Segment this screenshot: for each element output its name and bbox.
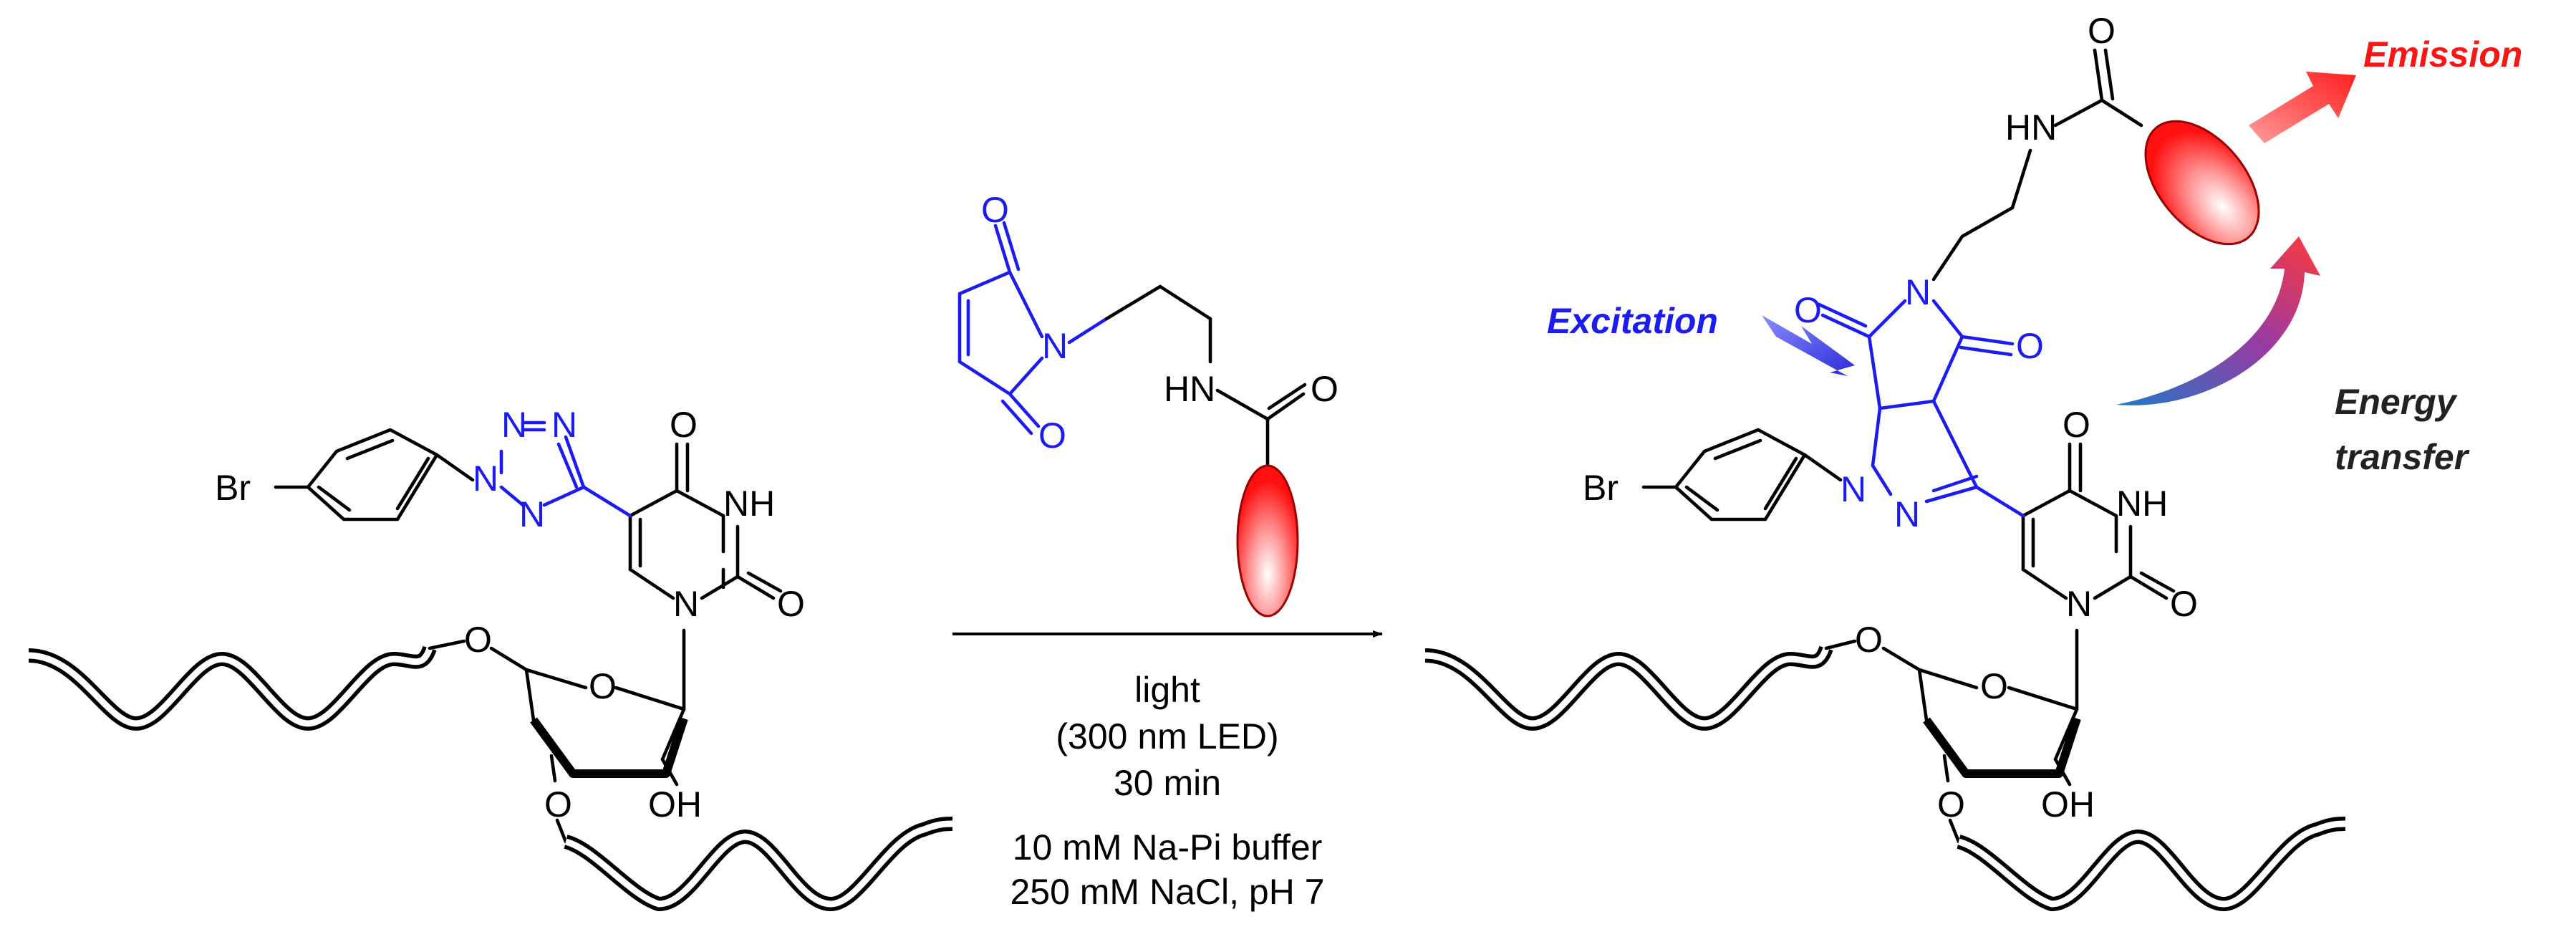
product-imide-o-left-label: O [1794, 290, 1822, 330]
tetrazole-n4-label: N [501, 405, 527, 445]
hydroxyl-label: OH [648, 784, 702, 825]
dna-strand-lower-left [563, 817, 953, 912]
ether-oxygen-label: O [464, 620, 492, 660]
dna-strand-lower-right [1956, 817, 2346, 912]
condition-line-1: light [1134, 670, 1200, 710]
product-fluorophore-tag [2144, 120, 2260, 246]
product-uracil-ring [2021, 442, 2176, 600]
product-bromophenyl-ring [1641, 428, 1843, 521]
energy-transfer-arrow [2116, 236, 2320, 405]
emission-label: Emission [2363, 34, 2522, 74]
product-3-oxygen-label: O [1937, 784, 1965, 825]
tetrazole-n3-label: N [551, 405, 577, 445]
product-uracil-nh-label: NH [2116, 484, 2168, 524]
maleimide-reagent: O O N HN O [957, 190, 1338, 617]
product-c4-oxygen-label: O [2063, 405, 2090, 445]
bromine-label: Br [215, 468, 251, 508]
product-imide-o-right-label: O [2016, 326, 2044, 366]
fluorophore-tag [1236, 464, 1299, 617]
product-imide-n-label: N [1905, 272, 1931, 312]
condition-line-5: 250 mM NaCl, pH 7 [1010, 872, 1324, 912]
excitation-arrow [1762, 315, 1855, 376]
product-ribose-ring: O [1917, 666, 2081, 787]
excitation-label: Excitation [1547, 301, 1718, 341]
reagent-hn-label: HN [1164, 369, 1215, 409]
3-oxygen-label: O [544, 784, 572, 825]
product-c2-oxygen-label: O [2170, 584, 2198, 624]
energy-transfer-label-line1: Energy [2335, 382, 2458, 422]
product-ether-oxygen-label: O [1855, 620, 1883, 660]
maleimide-ring [957, 221, 1044, 436]
reagent-carbonyl-o-label: O [1311, 369, 1338, 409]
product-carbonyl-o-label: O [2088, 11, 2116, 51]
dna-strand-upper-right [1424, 645, 1833, 731]
reaction-conditions: light (300 nm LED) 30 min 10 mM Na-Pi bu… [1010, 670, 1324, 912]
ribose-ring: O [524, 666, 688, 787]
dna-strand-upper-left [28, 645, 437, 731]
uracil-n1-label: N [673, 584, 699, 624]
product-molecule: O O O OH N [1424, 11, 2346, 912]
maleimide-n-label: N [1042, 326, 1068, 366]
c2-oxygen-label: O [777, 584, 805, 624]
product-hydroxyl-label: OH [2041, 784, 2095, 825]
condition-line-2: (300 nm LED) [1056, 716, 1278, 756]
tetrazole-n2-label: N [473, 458, 498, 499]
c4-oxygen-label: O [670, 405, 698, 445]
bromophenyl-ring [274, 428, 475, 521]
product-uracil-n1-label: N [2066, 584, 2092, 624]
pyrazoline-adduct [1817, 299, 2025, 518]
product-pyrazoline-n1-label: N [1841, 469, 1866, 509]
maleimide-o-top-label: O [981, 190, 1009, 230]
product-pyrazoline-n2-label: N [1894, 494, 1920, 534]
product-bromine-label: Br [1583, 468, 1619, 508]
condition-line-3: 30 min [1114, 763, 1221, 803]
uracil-ring [628, 442, 783, 600]
energy-transfer-label-line2: transfer [2335, 437, 2470, 477]
tetrazole-n1-label: N [519, 494, 545, 534]
condition-line-4: 10 mM Na-Pi buffer [1013, 827, 1323, 867]
reactant-molecule: O O O OH N [28, 405, 953, 912]
product-ring-oxygen-label: O [1980, 666, 2008, 706]
ring-oxygen-label: O [589, 666, 617, 706]
product-hn-label: HN [2005, 107, 2057, 148]
emission-arrow [2249, 72, 2356, 143]
maleimide-o-bottom-label: O [1038, 415, 1066, 456]
tetrazole-ring [499, 420, 632, 518]
uracil-nh-label: NH [723, 484, 775, 524]
